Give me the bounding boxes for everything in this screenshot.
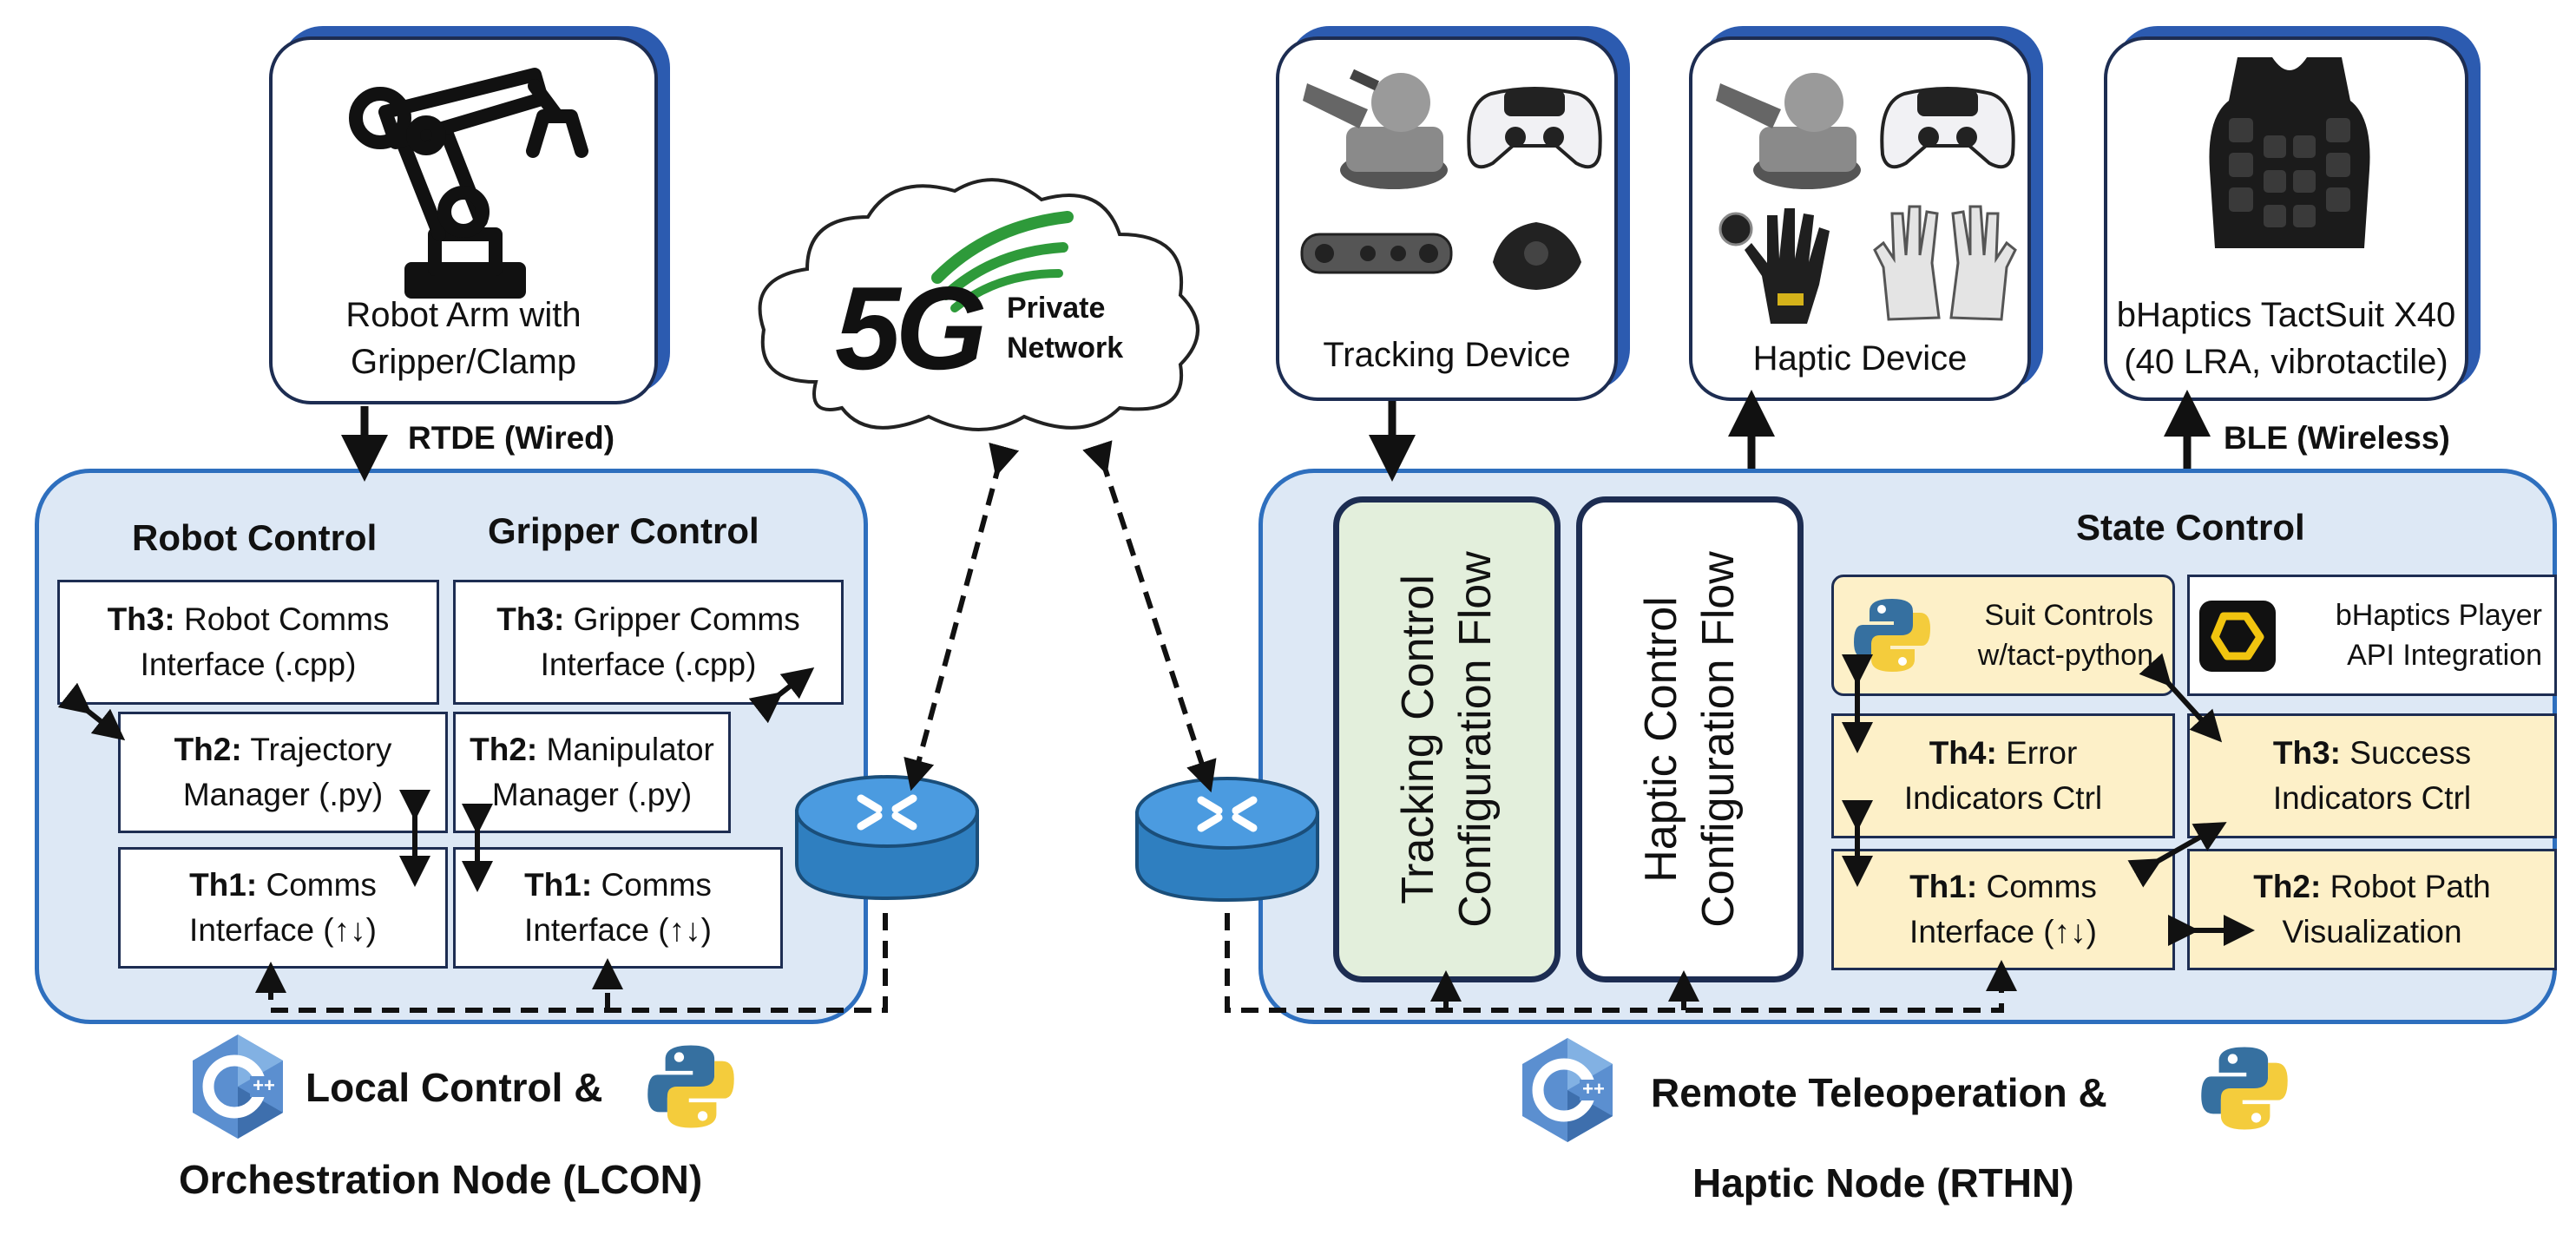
haptic-vest-icon <box>2209 57 2370 248</box>
haptic-stylus-icon <box>1303 69 1448 189</box>
th2-box: Th2: Robot Path Visualization <box>2187 849 2557 970</box>
lcon-title-line2: Orchestration Node (LCON) <box>179 1157 703 1202</box>
gripper-th2-box: Th2: Manipulator Manager (.py) <box>453 712 731 833</box>
vr-tracker-icon <box>1493 222 1581 290</box>
th3-text1: Success <box>2349 735 2472 771</box>
tactsuit-caption-2: (40 LRA, vibrotactile) <box>2124 343 2448 381</box>
tracking-control-flow: Tracking Control Configuration Flow <box>1333 496 1561 982</box>
cpp-logo-icon: ++ <box>193 1035 283 1139</box>
th4-id: Th4: <box>1929 735 1997 771</box>
robot-th1-text1: Comms <box>266 867 377 903</box>
bhaptics-player-line1: bHaptics Player <box>2335 599 2542 632</box>
robot-th1-id: Th1: <box>189 867 258 903</box>
th3-id: Th3: <box>2272 735 2341 771</box>
robot-arm-caption-2: Gripper/Clamp <box>350 343 577 381</box>
gripper-th1-id: Th1: <box>524 867 593 903</box>
th4-text2: Indicators Ctrl <box>1903 780 2103 816</box>
tactsuit-card: bHaptics TactSuit X40 (40 LRA, vibrotact… <box>2104 36 2468 401</box>
5g-logo: 5G <box>835 262 987 394</box>
python-logo-icon <box>1854 599 1930 672</box>
tactsuit-caption-1: bHaptics TactSuit X40 <box>2116 296 2456 334</box>
gripper-th3-box: Th3: Gripper Comms Interface (.cpp) <box>453 580 844 705</box>
gripper-th3-text2: Interface (.cpp) <box>540 647 757 682</box>
haptic-glove-icon <box>1718 208 1830 324</box>
th2-text2: Visualization <box>2282 914 2462 949</box>
python-logo-icon <box>647 1045 734 1128</box>
gripper-th3-id: Th3: <box>496 601 565 637</box>
robot-th3-text2: Interface (.cpp) <box>140 647 357 682</box>
cpp-logo-icon: ++ <box>1522 1038 1613 1142</box>
svg-text:++: ++ <box>1582 1078 1605 1100</box>
gripper-control-header: Gripper Control <box>488 510 759 551</box>
th1-id: Th1: <box>1909 869 1978 904</box>
suit-controls-line1: Suit Controls <box>1984 599 2153 632</box>
robot-arm-icon <box>349 68 588 299</box>
robot-th3-id: Th3: <box>107 601 175 637</box>
router-icon <box>795 775 979 901</box>
th3-text2: Indicators Ctrl <box>2272 780 2472 816</box>
router-icon <box>1135 777 1319 903</box>
robot-th2-id: Th2: <box>174 732 242 767</box>
robot-th1-text2: Interface (↑↓) <box>189 912 377 948</box>
tracking-device-card: Tracking Device <box>1276 36 1618 401</box>
rtde-label: RTDE (Wired) <box>408 420 615 456</box>
th4-box: Th4: Error Indicators Ctrl <box>1831 713 2175 838</box>
private-network-line1: Private <box>1007 292 1106 325</box>
private-network-line2: Network <box>1007 332 1124 365</box>
th2-id: Th2: <box>2253 869 2322 904</box>
gripper-th2-text1: Manipulator <box>546 732 714 767</box>
gamepad-icon <box>1880 87 2015 169</box>
gripper-th1-text1: Comms <box>601 867 712 903</box>
haptic-device-caption: Haptic Device <box>1752 339 1968 378</box>
robot-arm-caption-1: Robot Arm with <box>345 296 582 334</box>
robot-arm-card: Robot Arm with Gripper/Clamp <box>269 36 658 404</box>
svg-text:++: ++ <box>253 1074 275 1096</box>
exoskeleton-glove-icon <box>1873 205 2017 321</box>
depth-camera-icon <box>1300 233 1453 274</box>
ble-label: BLE (Wireless) <box>2224 420 2450 456</box>
robot-th2-text2: Manager (.py) <box>182 777 384 812</box>
gripper-th2-text2: Manager (.py) <box>491 777 693 812</box>
state-control-header: State Control <box>2076 507 2305 548</box>
haptic-stylus-icon <box>1716 73 1861 189</box>
rthn-title-line1: Remote Teleoperation & <box>1651 1070 2107 1115</box>
bhaptics-player-line2: API Integration <box>2347 639 2542 672</box>
gamepad-icon <box>1467 87 1602 169</box>
th1-box: Th1: Comms Interface (↑↓) <box>1831 849 2175 970</box>
th2-text1: Robot Path <box>2330 869 2491 904</box>
gripper-th1-text2: Interface (↑↓) <box>524 912 712 948</box>
th4-text1: Error <box>2006 735 2078 771</box>
robot-control-header: Robot Control <box>132 517 378 558</box>
suit-controls-box: Suit Controls w/tact-python <box>1831 575 2175 696</box>
tracking-device-caption: Tracking Device <box>1323 336 1571 374</box>
5g-signal-icon <box>931 211 1074 312</box>
th3-box: Th3: Success Indicators Ctrl <box>2187 713 2557 838</box>
gripper-th3-text1: Gripper Comms <box>573 601 800 637</box>
th1-text1: Comms <box>1986 869 2097 904</box>
haptic-device-card: Haptic Device <box>1689 36 2031 401</box>
python-logo-icon <box>2201 1047 2288 1130</box>
robot-th3-text1: Robot Comms <box>183 601 390 637</box>
haptic-control-flow: Haptic Control Configuration Flow <box>1576 496 1804 982</box>
th1-text2: Interface (↑↓) <box>1909 914 2097 949</box>
cloud-icon <box>758 178 1199 431</box>
robot-th2-box: Th2: Trajectory Manager (.py) <box>118 712 448 833</box>
rthn-title-line2: Haptic Node (RTHN) <box>1692 1160 2074 1205</box>
gripper-th1-box: Th1: Comms Interface (↑↓) <box>453 847 783 969</box>
suit-controls-line2: w/tact-python <box>1977 639 2153 672</box>
robot-th2-text1: Trajectory <box>250 732 392 767</box>
gripper-th2-id: Th2: <box>470 732 538 767</box>
lcon-title-line1: Local Control & <box>306 1065 603 1110</box>
